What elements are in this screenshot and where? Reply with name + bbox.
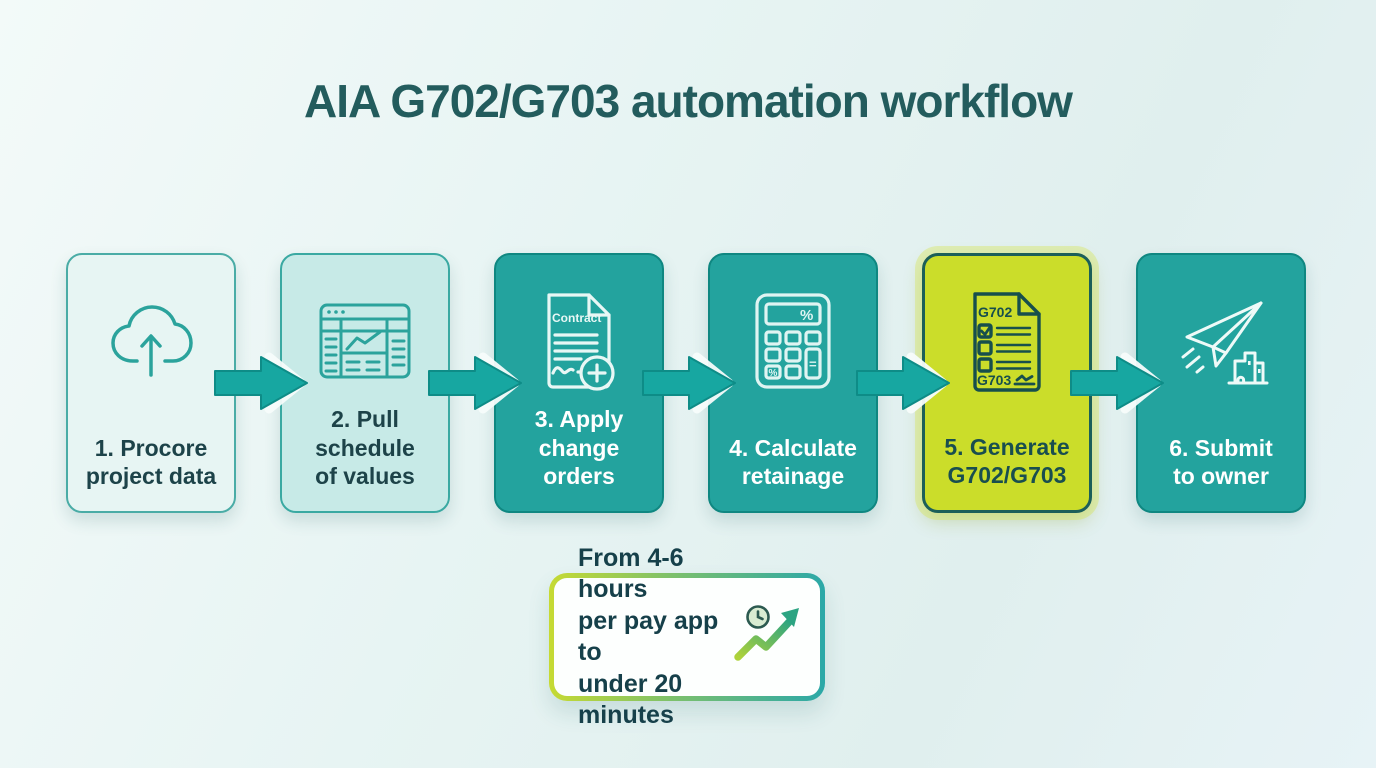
time-savings-callout: From 4-6 hours per pay app to under 20 m… (549, 544, 825, 729)
calculator-percent-key: % (769, 368, 778, 379)
contract-document-icon: Contract (533, 281, 625, 401)
time-savings-callout-inner: From 4-6 hours per pay app to under 20 m… (554, 544, 820, 729)
step-card-apply-change-orders: Contract 3. Apply change orders (494, 253, 664, 513)
step-label: 5. Generate G702/G703 (944, 433, 1070, 489)
cloud-upload-icon (103, 281, 199, 401)
calculator-icon: % = % (751, 281, 835, 401)
g703-icon-label: G703 (977, 372, 1011, 388)
calculator-equals-key: = (809, 357, 817, 372)
step-label: 3. Apply change orders (534, 406, 624, 490)
clock-icon (746, 604, 770, 629)
step-card-submit-to-owner: 6. Submit to owner (1136, 253, 1306, 513)
arrow-right-icon (1070, 351, 1164, 415)
arrow-right-icon (428, 351, 522, 415)
callout-text: From 4-6 hours per pay app to under 20 m… (578, 543, 719, 730)
step-label: 1. Procore project data (85, 434, 217, 490)
step-card-calculate-retainage: % = % 4. Calculate retainage (708, 253, 878, 513)
step-card-schedule-of-values: 2. Pull schedule of values (280, 253, 450, 513)
page-title: AIA G702/G703 automation workflow (304, 75, 1073, 127)
spreadsheet-icon (317, 281, 413, 401)
arrow-right-icon (214, 351, 308, 415)
g702-icon-label: G702 (978, 304, 1012, 320)
step-label: 6. Submit to owner (1169, 434, 1273, 490)
workflow-row: 1. Procore project data (66, 253, 1306, 513)
arrow-right-icon (642, 351, 736, 415)
trend-up-clock-icon (732, 603, 808, 672)
step-label: 2. Pull schedule of values (315, 406, 415, 490)
calculator-display-percent: % (800, 307, 813, 324)
step-label: 4. Calculate retainage (729, 434, 857, 490)
step-card-procore-project-data: 1. Procore project data (66, 253, 236, 513)
arrow-right-icon (856, 351, 950, 415)
g702-g703-document-icon: G702 G703 (959, 282, 1055, 402)
contract-icon-label: Contract (552, 311, 601, 325)
paper-plane-icon (1169, 281, 1273, 401)
